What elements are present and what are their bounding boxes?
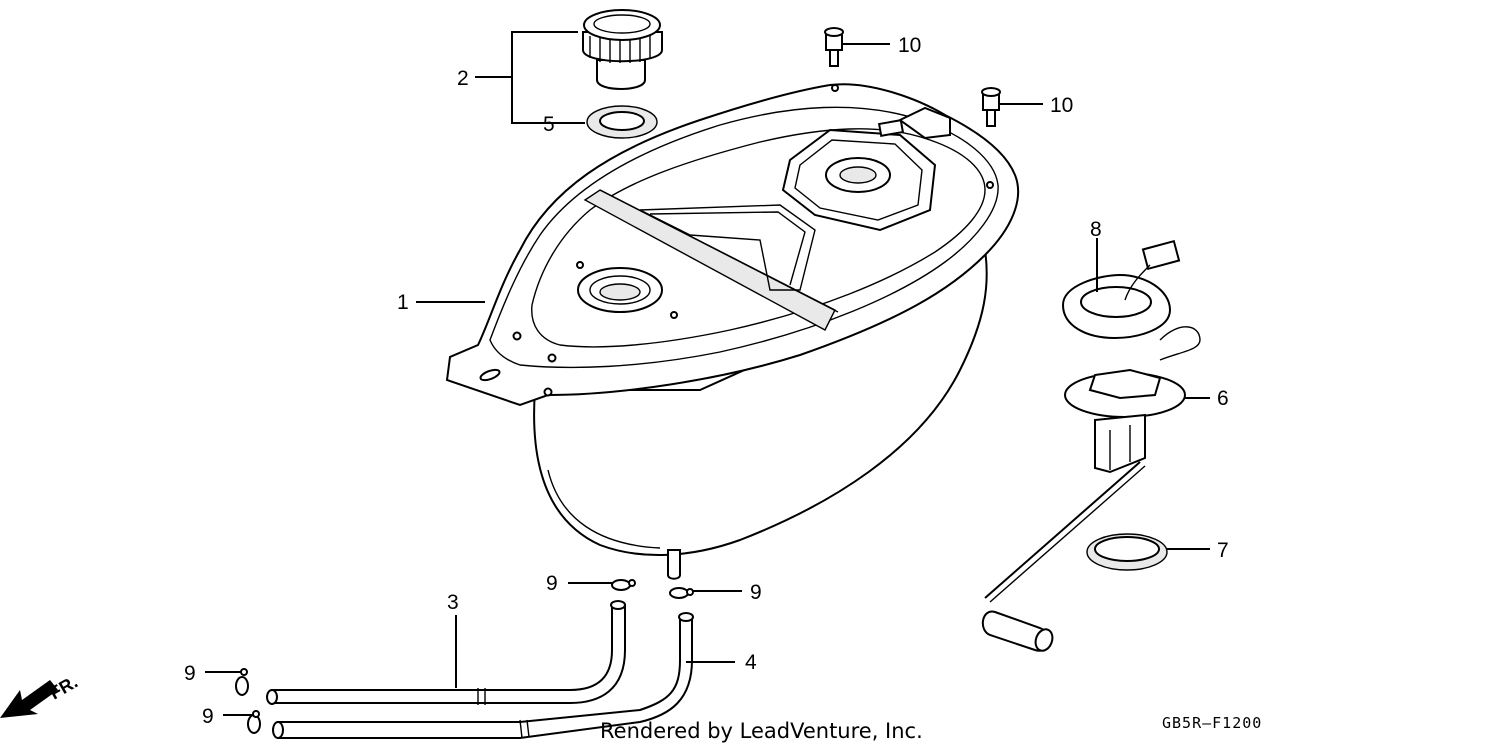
bolt-right <box>981 87 1001 127</box>
unit-seal <box>1086 533 1168 571</box>
callout-1: 1 <box>397 291 409 314</box>
callout-4: 4 <box>745 651 757 674</box>
callout-10-right: 10 <box>1050 94 1073 117</box>
set-plate <box>1061 239 1201 361</box>
leader-lines <box>205 31 1210 716</box>
callout-8: 8 <box>1090 218 1102 241</box>
hose-short <box>272 612 694 739</box>
callout-9-lower-left-a: 9 <box>184 662 196 685</box>
callout-7: 7 <box>1217 539 1229 562</box>
filler-cap <box>582 9 663 90</box>
callout-9-upper-right: 9 <box>750 581 762 604</box>
callout-3: 3 <box>447 591 459 614</box>
callout-2: 2 <box>457 67 469 90</box>
clip-lower-left-b <box>247 710 261 734</box>
callout-5: 5 <box>543 113 555 136</box>
cap-gasket <box>586 105 658 139</box>
figure-code: GB5R–F1200 <box>1162 714 1262 732</box>
front-arrow-icon <box>0 680 58 718</box>
fuel-unit <box>981 368 1186 652</box>
clip-upper-left <box>611 579 636 591</box>
hose-long <box>266 600 626 705</box>
front-direction-label: FR. <box>46 672 81 704</box>
credit-text: Rendered by LeadVenture, Inc. <box>600 719 923 743</box>
bolt-left <box>824 27 844 67</box>
callout-9-lower-left-b: 9 <box>202 705 214 728</box>
callout-6: 6 <box>1217 387 1229 410</box>
clip-lower-left-a <box>235 668 249 696</box>
callout-10-left: 10 <box>898 34 921 57</box>
callout-9-upper-left: 9 <box>546 572 558 595</box>
fuel-tank <box>445 83 1020 580</box>
clip-upper-right <box>669 587 694 599</box>
